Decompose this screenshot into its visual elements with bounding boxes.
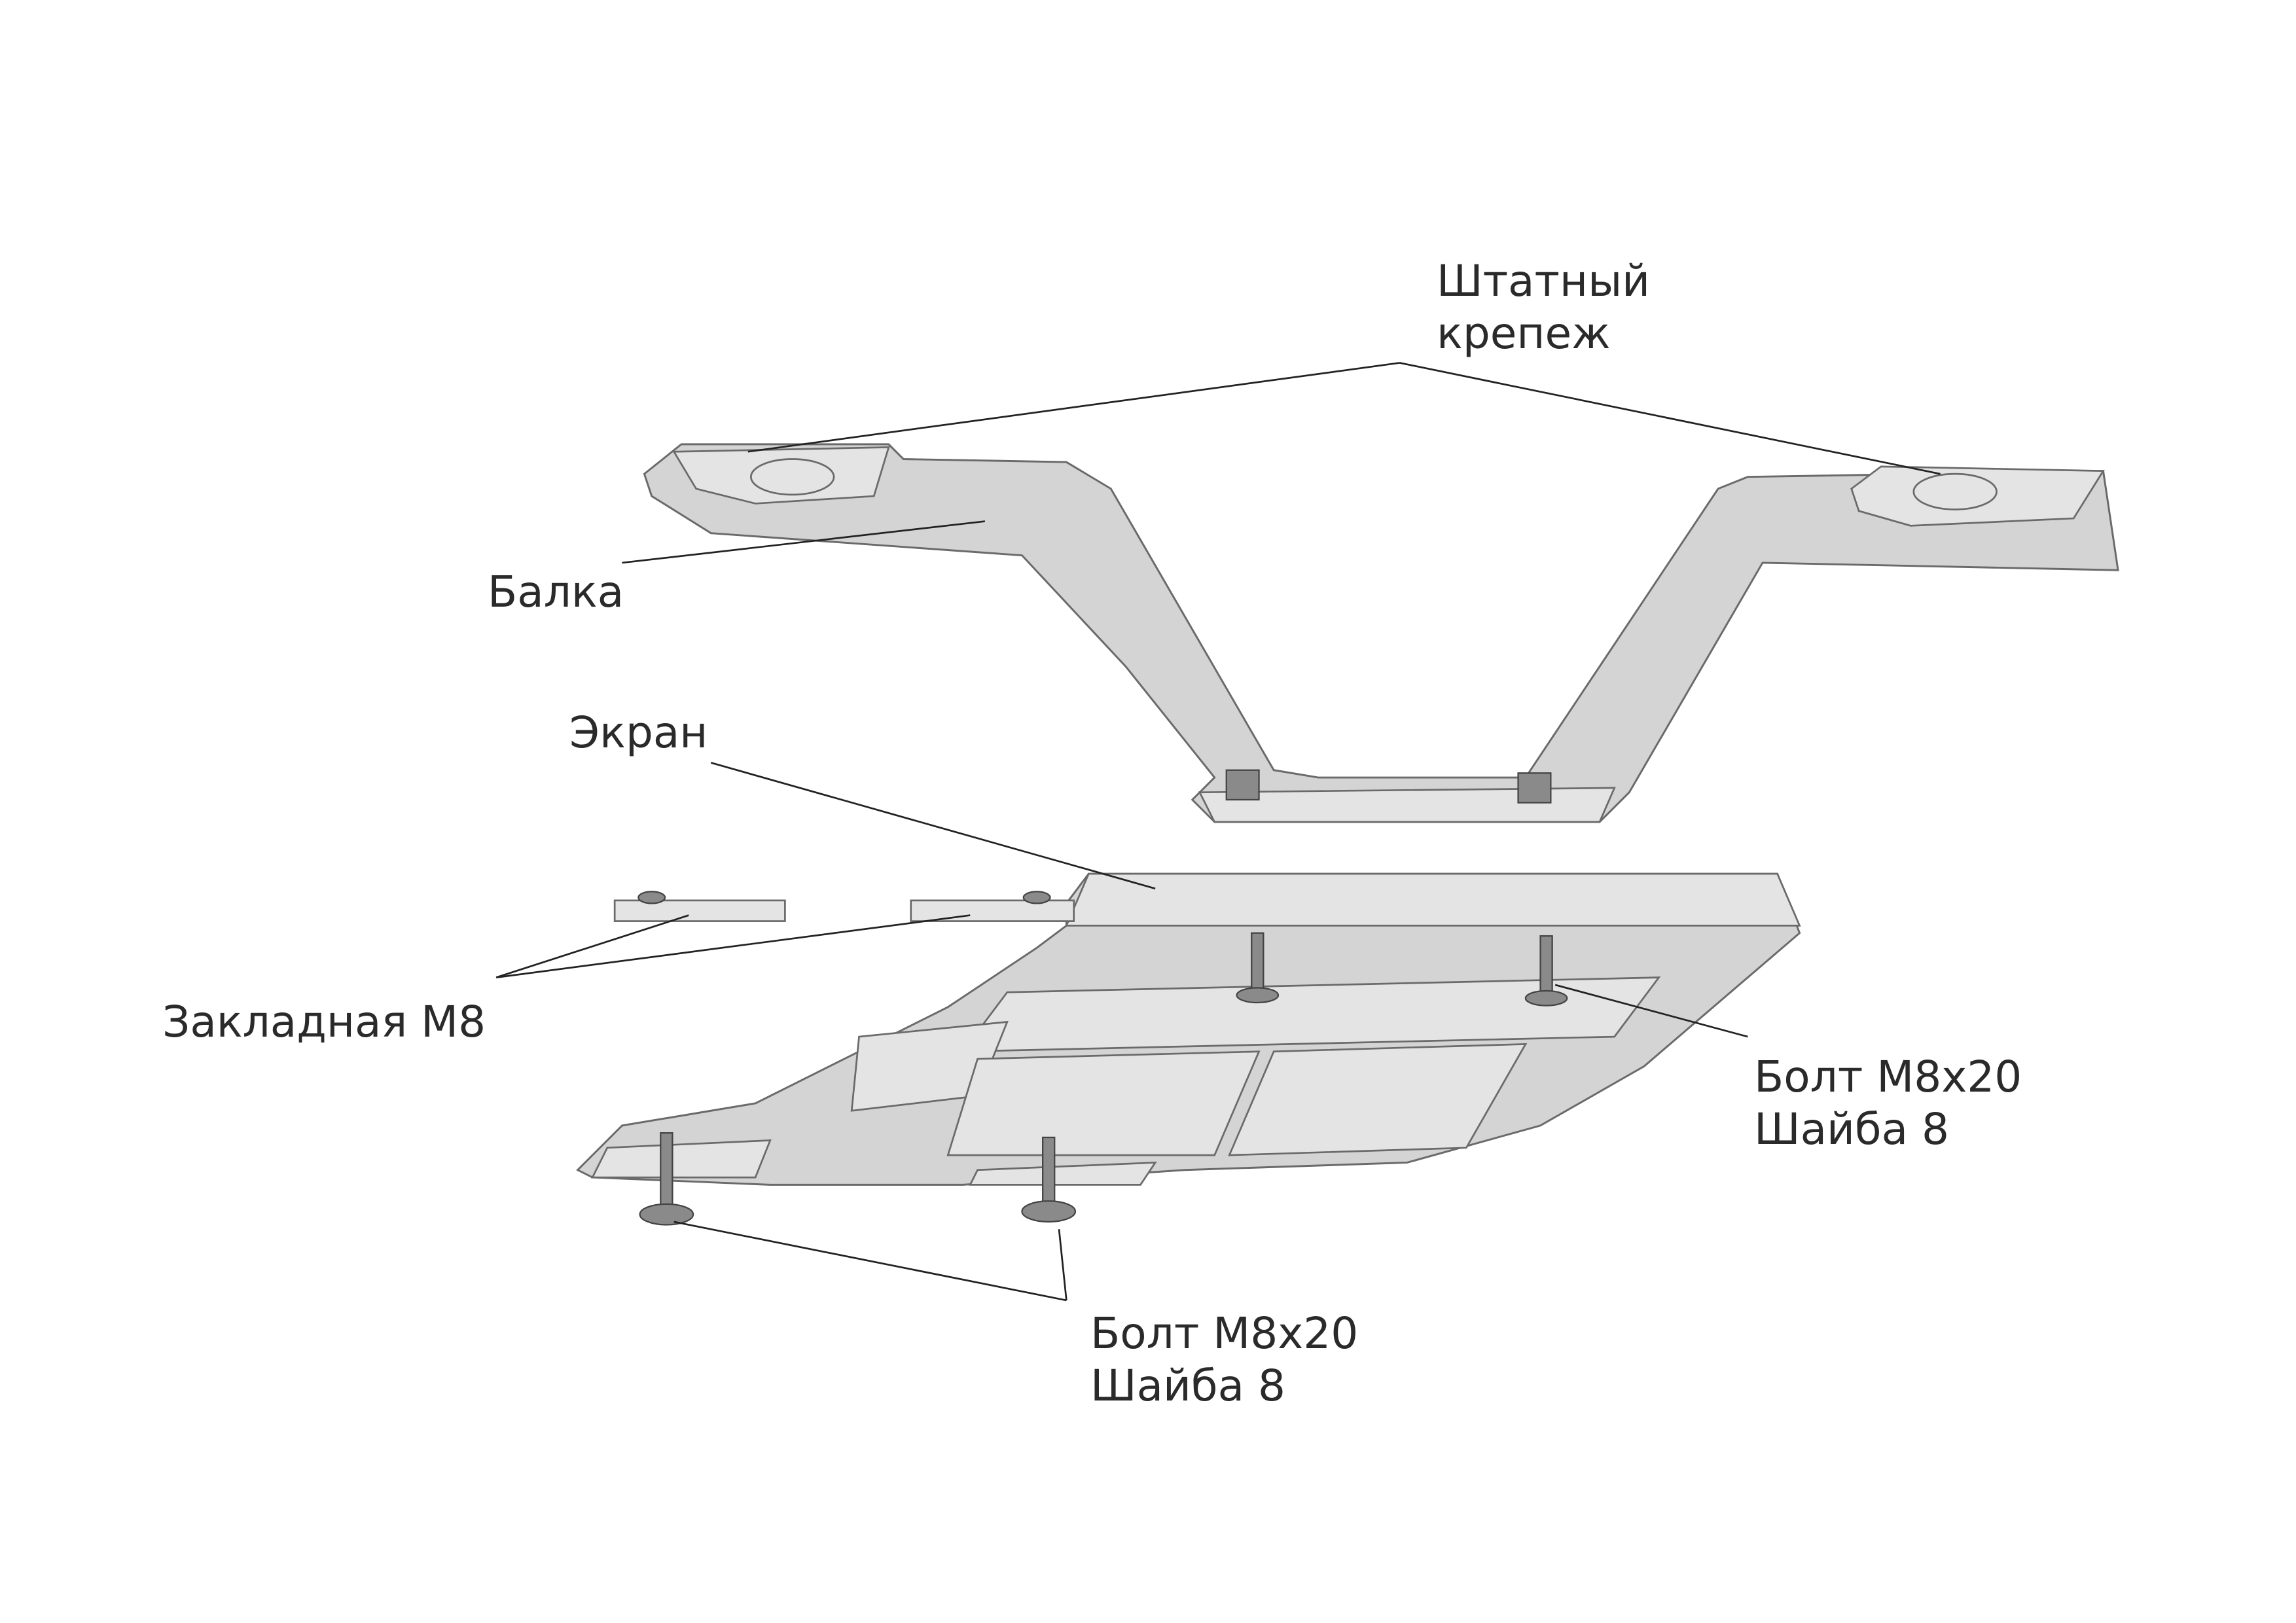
- label-embedded-plate: Закладная М8: [162, 997, 486, 1047]
- label-line: крепеж: [1437, 308, 1611, 359]
- embedded-plates: [613, 891, 1075, 922]
- label-line: Шайба 8: [1754, 1104, 1950, 1154]
- label-shield: Экран: [569, 707, 708, 758]
- label-line: Болт М8х20: [1090, 1308, 1359, 1359]
- label-standard-fastener: Штатный крепеж: [1437, 255, 1650, 360]
- label-line: Штатный: [1437, 256, 1651, 306]
- label-line: Болт М8х20: [1754, 1052, 2022, 1102]
- label-beam: Балка: [488, 567, 624, 617]
- beam: [643, 443, 2119, 823]
- shield: [576, 872, 1801, 1186]
- label-bolt-right: Болт М8х20 Шайба 8: [1754, 1051, 2022, 1156]
- label-line: Шайба 8: [1090, 1361, 1286, 1411]
- leader-lines: [495, 362, 1941, 1302]
- label-bolt-bottom: Болт М8х20 Шайба 8: [1090, 1308, 1358, 1412]
- bolts: [639, 932, 1568, 1226]
